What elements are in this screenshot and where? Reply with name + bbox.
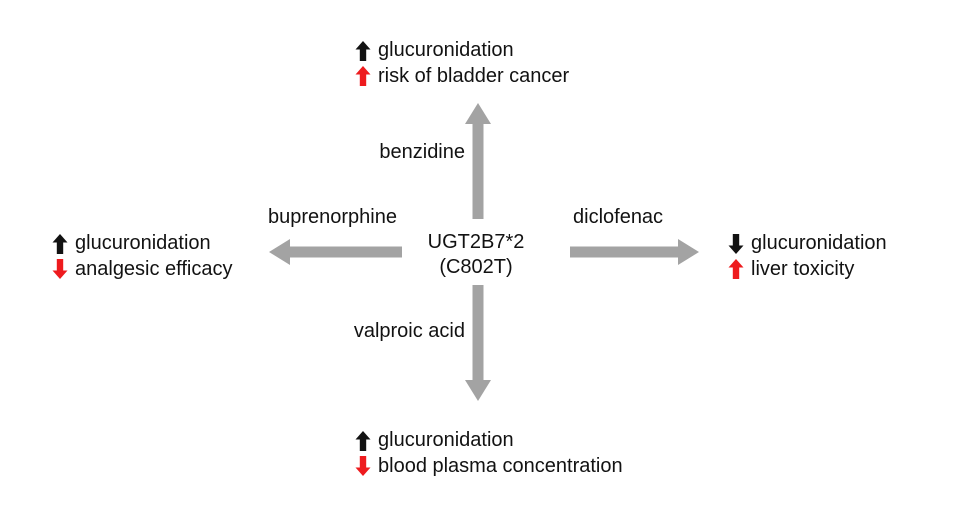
effect-line: risk of bladder cancer [355,64,569,90]
effect-line: liver toxicity [728,257,887,283]
down-branch-arrow-icon [465,285,491,401]
effect-text: liver toxicity [751,257,855,280]
effect-line: glucuronidation [52,231,233,257]
effect-text: analgesic efficacy [75,257,233,280]
drug-label-valproic-acid: valproic acid [353,320,465,342]
effect-text: blood plasma concentration [378,454,623,477]
drug-label-buprenorphine: buprenorphine [268,206,397,228]
increase-arrow-icon [355,430,371,451]
effect-text: glucuronidation [378,39,514,62]
effect-text: risk of bladder cancer [378,64,570,87]
effects-valproic-acid: glucuronidation blood plasma concentrati… [355,428,623,479]
center-gene-label: UGT2B7*2 (C802T) [428,230,525,280]
effect-text: glucuronidation [378,429,514,452]
effects-benzidine: glucuronidation risk of bladder cancer [355,38,569,89]
increase-arrow-icon [355,40,371,61]
effect-line: glucuronidation [355,38,569,64]
drug-label-benzidine: benzidine [379,141,465,163]
effect-line: glucuronidation [728,231,887,257]
effect-line: blood plasma concentration [355,454,623,480]
increase-arrow-icon [52,233,68,254]
gene-name: UGT2B7*2 [427,231,525,253]
effect-line: analgesic efficacy [52,257,233,283]
decrease-arrow-icon [728,233,744,254]
right-branch-arrow-icon [570,239,699,265]
decrease-arrow-icon [355,456,371,477]
increase-arrow-icon [728,259,744,280]
gene-variant: (C802T) [439,256,513,278]
effect-text: glucuronidation [75,232,211,255]
increase-arrow-icon [355,66,371,87]
effect-line: glucuronidation [355,428,623,454]
left-branch-arrow-icon [269,239,402,265]
effects-diclofenac: glucuronidation liver toxicity [728,231,887,282]
drug-label-diclofenac: diclofenac [573,206,664,228]
decrease-arrow-icon [52,259,68,280]
effects-buprenorphine: glucuronidation analgesic efficacy [52,231,233,282]
up-branch-arrow-icon [465,103,491,219]
effect-text: glucuronidation [751,232,887,255]
